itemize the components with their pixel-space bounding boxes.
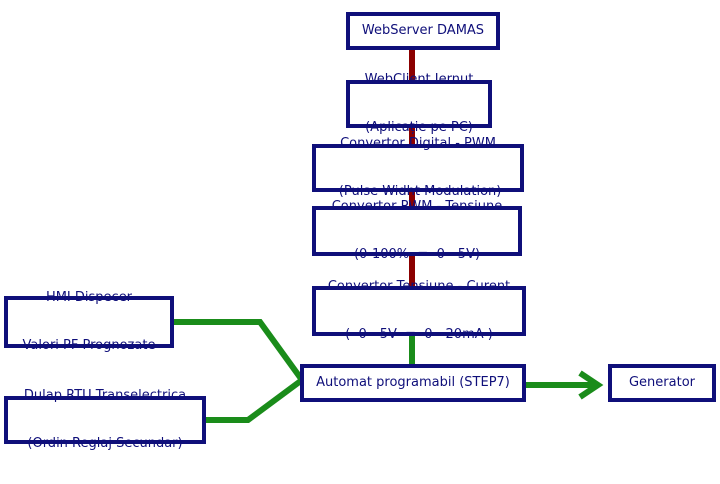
node-hmi-dispecer-line2: Valori PF Prognozate — [22, 338, 156, 353]
node-webclient-iernut-line1: WebClient Iernut — [364, 72, 474, 87]
link-dulap-automat — [205, 377, 304, 423]
node-webserver-damas-label: WebServer DAMAS — [361, 23, 485, 38]
node-convertor-digital-pwm-line2: (Pulse Widht Modulation) — [334, 184, 502, 199]
link-hmi-automat — [172, 319, 305, 382]
diagram-canvas: WebServer DAMAS WebClient Iernut (Aplica… — [4, 12, 716, 451]
node-automat-programabil: Automat programabil (STEP7) — [300, 364, 526, 402]
node-dulap-rtu-transelectrica: Dulap RTU Transelectrica (Ordin Reglaj S… — [4, 388, 206, 451]
node-convertor-pwm-tensiune: Convertor PWM - Tensiune (0-100% = 0 - 5… — [312, 199, 522, 262]
node-convertor-digital-pwm-line1: Convertor Digital - PWM — [340, 136, 496, 151]
node-generator-label: Generator — [628, 375, 695, 390]
node-webclient-iernut-line2: (Aplicație pe PC) — [365, 120, 473, 135]
node-convertor-tensiune-curent-line2: ( 0 - 5V = 0 - 20mA ) — [345, 327, 493, 342]
node-generator: Generator — [608, 364, 716, 402]
node-hmi-dispecer: HMI Dispecer Valori PF Prognozate — [4, 290, 174, 353]
node-convertor-tensiune-curent: Convertor Tensiune - Curent ( 0 - 5V = 0… — [312, 279, 526, 342]
node-webclient-iernut: WebClient Iernut (Aplicație pe PC) — [346, 72, 492, 135]
node-dulap-rtu-transelectrica-line1: Dulap RTU Transelectrica — [23, 388, 187, 403]
node-convertor-pwm-tensiune-line1: Convertor PWM - Tensiune — [331, 199, 503, 214]
node-convertor-pwm-tensiune-line2: (0-100% = 0 - 5V) — [353, 247, 481, 262]
arrowhead-generator — [578, 370, 604, 400]
node-automat-programabil-label: Automat programabil (STEP7) — [316, 375, 510, 390]
connector-layer — [172, 48, 604, 423]
node-hmi-dispecer-line1: HMI Dispecer — [45, 290, 133, 305]
node-convertor-tensiune-curent-line1: Convertor Tensiune - Curent — [327, 279, 511, 294]
node-webserver-damas: WebServer DAMAS — [346, 12, 500, 50]
node-convertor-digital-pwm: Convertor Digital - PWM (Pulse Widht Mod… — [312, 136, 524, 199]
node-dulap-rtu-transelectrica-line2: (Ordin Reglaj Secundar) — [27, 436, 183, 451]
